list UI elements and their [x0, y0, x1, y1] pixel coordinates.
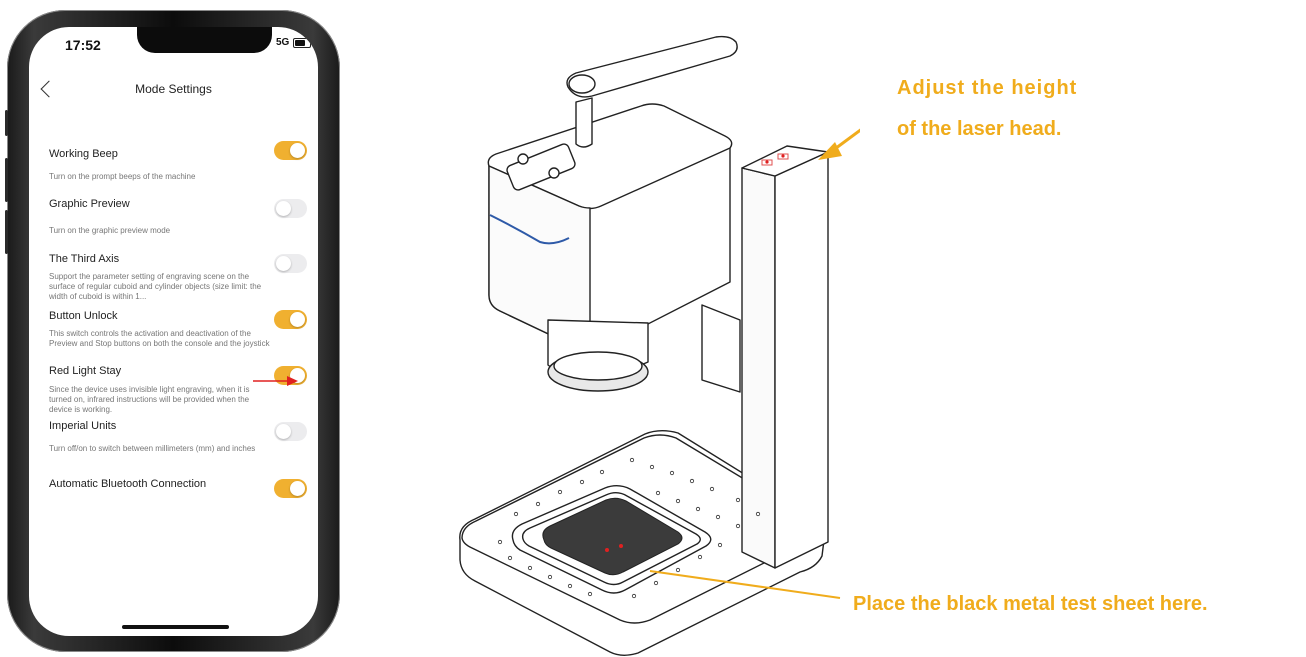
sheet-callout-line: [649, 570, 841, 599]
setting-third-axis-desc: Support the parameter setting of engravi…: [49, 272, 262, 301]
setting-imperial-units-title: Imperial Units: [49, 420, 117, 432]
phone-screen: 17:52 5G Mode Settings Working Beep Turn…: [29, 27, 318, 636]
setting-red-light-stay-title: Red Light Stay: [49, 365, 122, 377]
laser-engraver-illustration: [459, 35, 860, 656]
base-holes: [497, 457, 761, 599]
lens-ring-bottom: [553, 351, 643, 381]
phone-side-button: [5, 110, 8, 136]
control-pad: [506, 143, 576, 191]
toggle-knob: [276, 256, 291, 271]
network-label: 5G: [276, 37, 290, 48]
status-time: 17:52: [65, 37, 101, 53]
red-dot-right: [619, 544, 623, 548]
height-buttons: [761, 153, 789, 166]
setting-working-beep-title: Working Beep: [49, 148, 118, 160]
setting-red-light-stay-desc: Since the device uses invisible light en…: [49, 385, 250, 414]
red-pointer-arrow-icon: [253, 376, 298, 386]
height-callout-line1: Adjust the height: [897, 77, 1078, 99]
imperial-units-toggle[interactable]: [274, 422, 307, 441]
height-callout-line2: of the laser head.: [897, 118, 1062, 140]
column-side: [774, 151, 829, 569]
phone-frame: 17:52 5G Mode Settings Working Beep Turn…: [5, 10, 340, 652]
column-front: [741, 167, 776, 569]
laser-body-top: [487, 103, 733, 210]
setting-button-unlock-title: Button Unlock: [49, 310, 118, 322]
third-axis-toggle[interactable]: [274, 254, 307, 273]
status-indicators: 5G: [276, 37, 312, 48]
toggle-knob: [290, 143, 305, 158]
height-callout-arrow-head: [818, 142, 842, 160]
toggle-knob: [276, 201, 291, 216]
home-indicator: [122, 625, 229, 629]
handle-bar: [566, 35, 738, 98]
setting-button-unlock-desc: This switch controls the activation and …: [49, 329, 270, 348]
toggle-knob: [276, 424, 291, 439]
setting-imperial-units-desc: Turn off/on to switch between millimeter…: [49, 444, 256, 453]
working-beep-toggle[interactable]: [274, 141, 307, 160]
phone-volume-up-button: [5, 158, 8, 202]
battery-icon: [293, 37, 312, 48]
handle-post: [575, 97, 593, 148]
phone-volume-down-button: [5, 210, 8, 254]
setting-graphic-preview-title: Graphic Preview: [49, 198, 130, 210]
mount-arm: [701, 304, 741, 393]
control-button-top: [517, 153, 529, 165]
black-test-sheet: [542, 497, 683, 576]
setting-third-axis-title: The Third Axis: [49, 253, 120, 265]
page-title: Mode Settings: [135, 82, 212, 96]
graphic-preview-toggle[interactable]: [274, 199, 307, 218]
setting-graphic-preview-desc: Turn on the graphic preview mode: [49, 226, 171, 235]
toggle-knob: [290, 312, 305, 327]
notch: [137, 27, 272, 53]
auto-bluetooth-toggle[interactable]: [274, 479, 307, 498]
control-button-bottom: [548, 167, 560, 179]
toggle-knob: [290, 481, 305, 496]
setting-working-beep-desc: Turn on the prompt beeps of the machine: [49, 172, 196, 181]
blue-accent-line: [489, 214, 570, 245]
setting-auto-bluetooth-title: Automatic Bluetooth Connection: [49, 478, 207, 490]
sheet-callout: Place the black metal test sheet here.: [853, 593, 1208, 615]
red-dot-left: [605, 548, 609, 552]
handle-cap: [568, 74, 596, 94]
button-unlock-toggle[interactable]: [274, 310, 307, 329]
